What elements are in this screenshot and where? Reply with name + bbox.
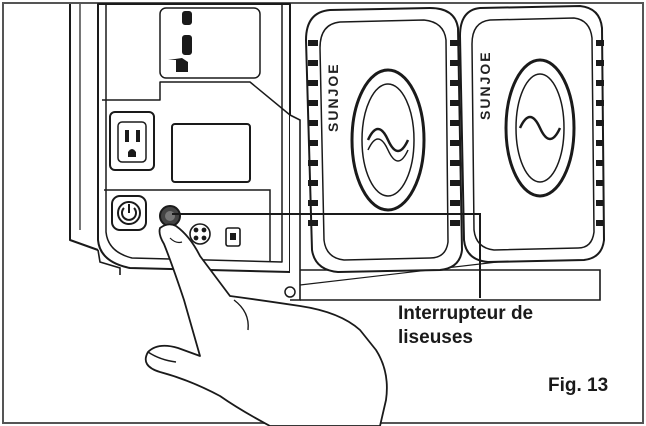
callout-label: Interrupteur de liseuses <box>398 302 533 350</box>
finger-hand-icon <box>144 223 388 426</box>
ac-outlet <box>109 111 155 171</box>
figure-number: Fig. 13 <box>548 375 609 396</box>
power-button <box>111 195 147 231</box>
outlet-icon <box>125 130 129 142</box>
battery-pack-1: SUNJOE <box>305 7 463 273</box>
callout-line-2: liseuses <box>398 327 473 348</box>
battery-pack-2: SUNJOE <box>459 5 605 263</box>
callout-line-1: Interrupteur de <box>398 303 534 324</box>
power-icon <box>121 204 137 221</box>
display-window <box>171 123 251 183</box>
callout-leader-line <box>172 213 481 298</box>
dc-port <box>189 223 241 247</box>
battery-brand-label-1: SUNJOE <box>325 62 341 132</box>
battery-brand-label-2: SUNJOE <box>477 50 493 120</box>
light-switch <box>159 205 181 227</box>
